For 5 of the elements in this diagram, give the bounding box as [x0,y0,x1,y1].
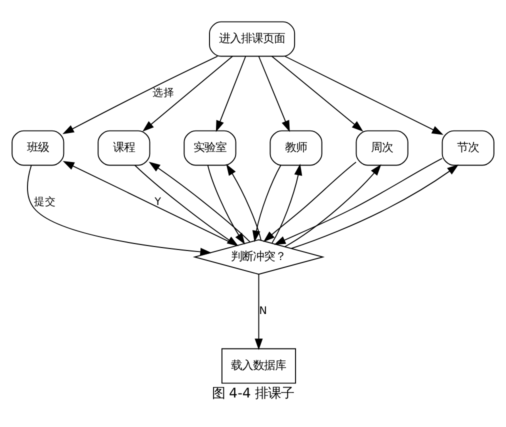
edge-label: 提交 [34,196,56,208]
edge-label: Y [154,196,162,208]
edge-label: 选择 [152,87,175,100]
caption: 图 4-4 排课子 [212,386,294,402]
edge-label: N [259,305,267,318]
